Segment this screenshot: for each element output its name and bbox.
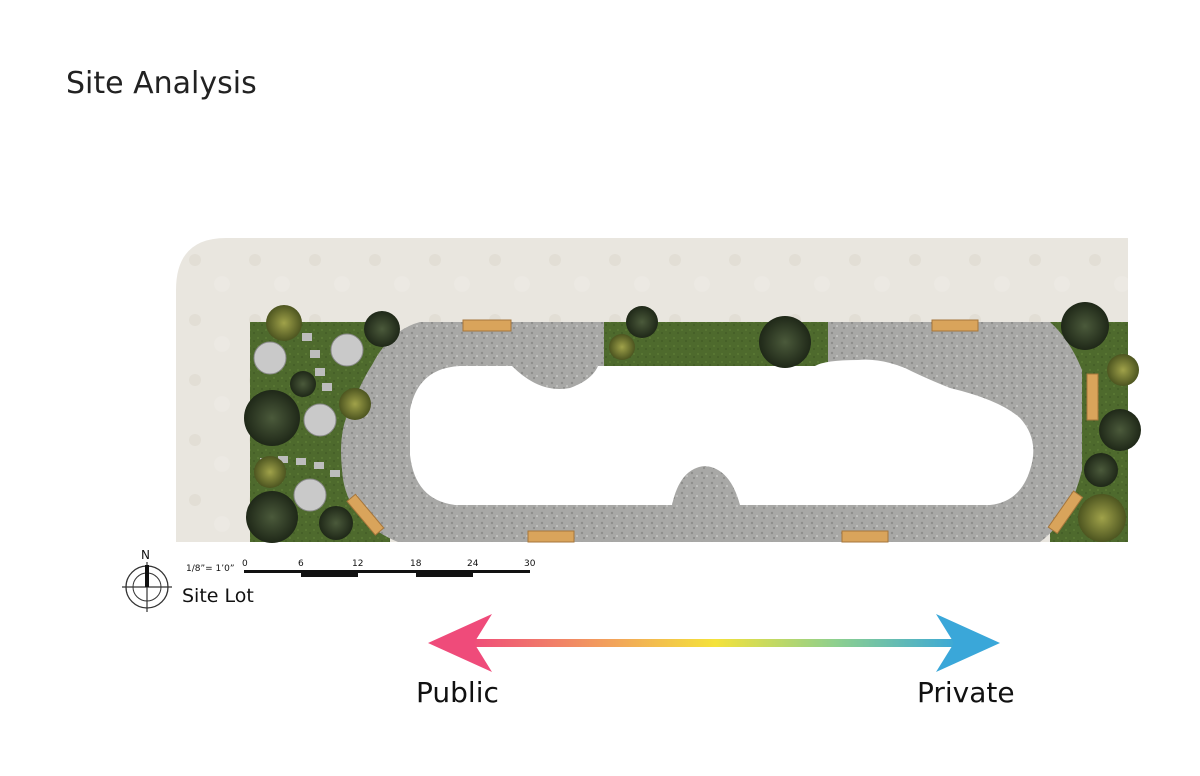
page-title: Site Analysis: [66, 66, 257, 101]
scale-bar: [244, 570, 530, 577]
site-lot-label: Site Lot: [182, 585, 254, 607]
tree: [339, 388, 371, 420]
scale-tick: 24: [467, 559, 479, 569]
tree: [319, 506, 353, 540]
scale-tick: 30: [524, 559, 536, 569]
tree: [759, 316, 811, 368]
public-label: Public: [416, 676, 499, 709]
tree: [266, 305, 302, 341]
bench: [346, 493, 385, 536]
scale-tick: 0: [242, 559, 248, 569]
tree: [364, 311, 400, 347]
bench: [841, 530, 889, 543]
scale-tick: 12: [352, 559, 364, 569]
bench: [931, 319, 979, 332]
tree: [254, 456, 286, 488]
tree: [244, 390, 300, 446]
inner-lawn: [410, 359, 1034, 505]
tree: [1107, 354, 1139, 386]
trees: [244, 302, 1141, 543]
tree: [290, 371, 316, 397]
private-label: Private: [917, 676, 1015, 709]
tree: [1099, 409, 1141, 451]
bench: [527, 530, 575, 543]
tree: [246, 491, 298, 543]
north-label: N: [141, 548, 150, 562]
seating-pads: [253, 333, 364, 512]
scale-ratio: 1/8”= 1’0”: [186, 564, 235, 574]
tree: [1084, 453, 1118, 487]
benches: [346, 319, 1099, 543]
tree: [1078, 494, 1126, 542]
tree: [626, 306, 658, 338]
bench: [462, 319, 512, 332]
public-private-arrow: [428, 614, 1000, 672]
tree: [1061, 302, 1109, 350]
north-arrow-icon: [122, 562, 172, 612]
bench: [1047, 490, 1084, 535]
bench: [1086, 373, 1099, 421]
tree: [609, 334, 635, 360]
scale-tick: 18: [410, 559, 422, 569]
scale-tick: 6: [298, 559, 304, 569]
